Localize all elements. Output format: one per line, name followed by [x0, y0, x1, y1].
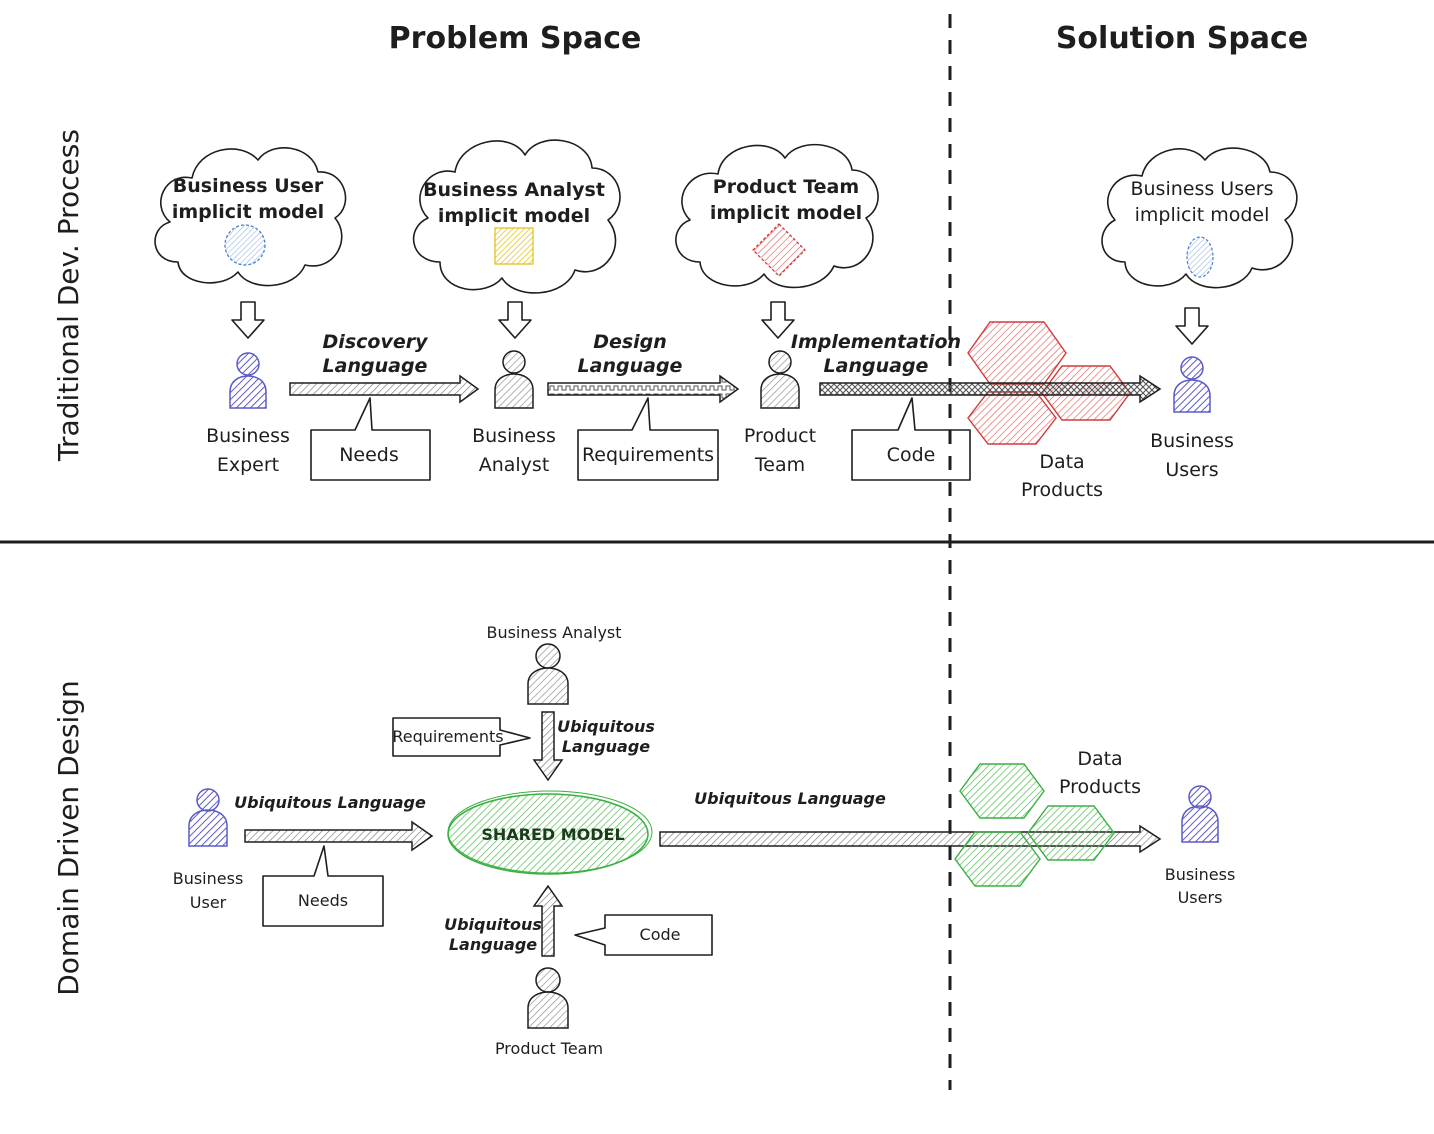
- diamond-model-icon: [752, 223, 806, 277]
- ddd-business-users-line1: Business: [1165, 865, 1236, 884]
- actor-business-users-line1: Business: [1150, 430, 1234, 452]
- ddd-left-arrow: [244, 820, 434, 852]
- cloud-product-team-line1: Product Team: [713, 176, 859, 198]
- ubiquitous-bottom-line1: Ubiquitous: [444, 915, 542, 934]
- down-arrow-2: [498, 301, 532, 339]
- actor-business-expert: Business Expert: [206, 352, 290, 476]
- ddd-business-users-line2: Users: [1178, 888, 1223, 907]
- ubiquitous-language-right: Ubiquitous Language: [694, 789, 886, 808]
- ubiquitous-top-line1: Ubiquitous: [557, 717, 655, 736]
- hexagon: [954, 831, 1041, 887]
- design-language-line1: Design: [593, 331, 667, 353]
- implementation-arrow: [819, 374, 1162, 404]
- ddd-callout-needs: Needs: [262, 845, 384, 927]
- ddd-actor-business-analyst: [527, 643, 569, 705]
- actor-business-users: Business Users: [1150, 356, 1234, 481]
- ddd-down-arrow: [532, 711, 564, 782]
- actor-business-analyst-line2: Analyst: [479, 454, 550, 476]
- cloud-business-user-line2: implicit model: [172, 201, 324, 223]
- ddd-label: Domain Driven Design: [52, 680, 85, 996]
- cloud-product-team: Product Team implicit model: [675, 143, 879, 289]
- ddd-up-arrow: [532, 884, 564, 957]
- data-products-traditional-line2: Products: [1021, 479, 1103, 501]
- data-products-ddd-line1: Data: [1077, 748, 1122, 770]
- callout-requirements: Requirements: [577, 397, 719, 481]
- square-model-icon: [494, 227, 534, 265]
- actor-product-team-line2: Team: [754, 454, 805, 476]
- data-products-ddd-line2: Products: [1059, 776, 1141, 798]
- callout-requirements-text: Requirements: [582, 444, 714, 466]
- ddd-business-analyst-label: Business Analyst: [486, 623, 621, 642]
- discovery-arrow: [289, 374, 480, 404]
- problem-space-title: Problem Space: [389, 21, 642, 56]
- data-products-ddd: Data Products: [954, 748, 1141, 887]
- cloud-business-user-line1: Business User: [173, 175, 324, 197]
- cloud-business-analyst-line2: implicit model: [438, 205, 590, 227]
- traditional-process-label: Traditional Dev. Process: [52, 129, 85, 462]
- ddd-callout-requirements-text: Requirements: [392, 727, 503, 746]
- data-products-traditional-line1: Data: [1039, 451, 1084, 473]
- ddd-callout-code-text: Code: [640, 925, 681, 944]
- cloud-business-users-line2: implicit model: [1135, 204, 1270, 226]
- shared-model: SHARED MODEL: [447, 790, 653, 875]
- implementation-language-line2: Language: [824, 355, 929, 377]
- ddd-product-team-label: Product Team: [495, 1039, 603, 1058]
- hexagon: [959, 763, 1045, 819]
- ddd-actor-business-users: Business Users: [1165, 785, 1236, 907]
- ubiquitous-language-left: Ubiquitous Language: [234, 793, 426, 812]
- hexagon: [1027, 805, 1115, 861]
- actor-business-analyst: Business Analyst: [472, 350, 556, 476]
- cloud-product-team-line2: implicit model: [710, 202, 862, 224]
- actor-business-expert-line2: Expert: [217, 454, 279, 476]
- data-products-traditional: Data Products: [967, 321, 1131, 501]
- callout-needs: Needs: [310, 397, 431, 481]
- ellipse-model-icon: [1186, 236, 1214, 278]
- design-language-line2: Language: [578, 355, 683, 377]
- implementation-language-line1: Implementation: [791, 331, 961, 353]
- ddd-callout-code: Code: [574, 914, 713, 956]
- actor-business-expert-line1: Business: [206, 425, 290, 447]
- callout-code-text: Code: [887, 444, 936, 466]
- ubiquitous-top-line2: Language: [562, 737, 650, 756]
- actor-product-team-line1: Product: [744, 425, 816, 447]
- ddd-actor-business-user: Business User: [173, 788, 244, 912]
- callout-needs-text: Needs: [339, 444, 399, 466]
- ddd-callout-needs-text: Needs: [298, 891, 348, 910]
- ddd-business-user-line1: Business: [173, 869, 244, 888]
- actor-product-team: Product Team: [744, 350, 816, 476]
- cloud-business-users-line1: Business Users: [1130, 178, 1273, 200]
- circle-model-icon: [224, 224, 266, 266]
- hexagon: [967, 321, 1067, 385]
- down-arrow-4: [1175, 307, 1209, 345]
- callout-code: Code: [851, 397, 971, 481]
- design-arrow: [547, 374, 740, 404]
- cloud-business-analyst: Business Analyst implicit model: [412, 139, 621, 294]
- ubiquitous-bottom-line2: Language: [449, 935, 537, 954]
- shared-model-label: SHARED MODEL: [481, 825, 624, 844]
- actor-business-analyst-line1: Business: [472, 425, 556, 447]
- actor-business-users-line2: Users: [1165, 459, 1218, 481]
- cloud-business-users: Business Users implicit model: [1101, 147, 1298, 289]
- discovery-language-line1: Discovery: [323, 331, 430, 353]
- ddd-callout-requirements: Requirements: [392, 717, 531, 757]
- cloud-business-analyst-line1: Business Analyst: [423, 179, 605, 201]
- down-arrow-1: [231, 301, 265, 339]
- ddd-business-user-line2: User: [190, 893, 227, 912]
- down-arrow-3: [761, 301, 795, 339]
- solution-space-title: Solution Space: [1056, 21, 1308, 56]
- ddd-actor-product-team: [527, 967, 569, 1029]
- cloud-business-user: Business User implicit model: [154, 147, 347, 287]
- hexagon: [967, 391, 1057, 445]
- discovery-language-line2: Language: [323, 355, 428, 377]
